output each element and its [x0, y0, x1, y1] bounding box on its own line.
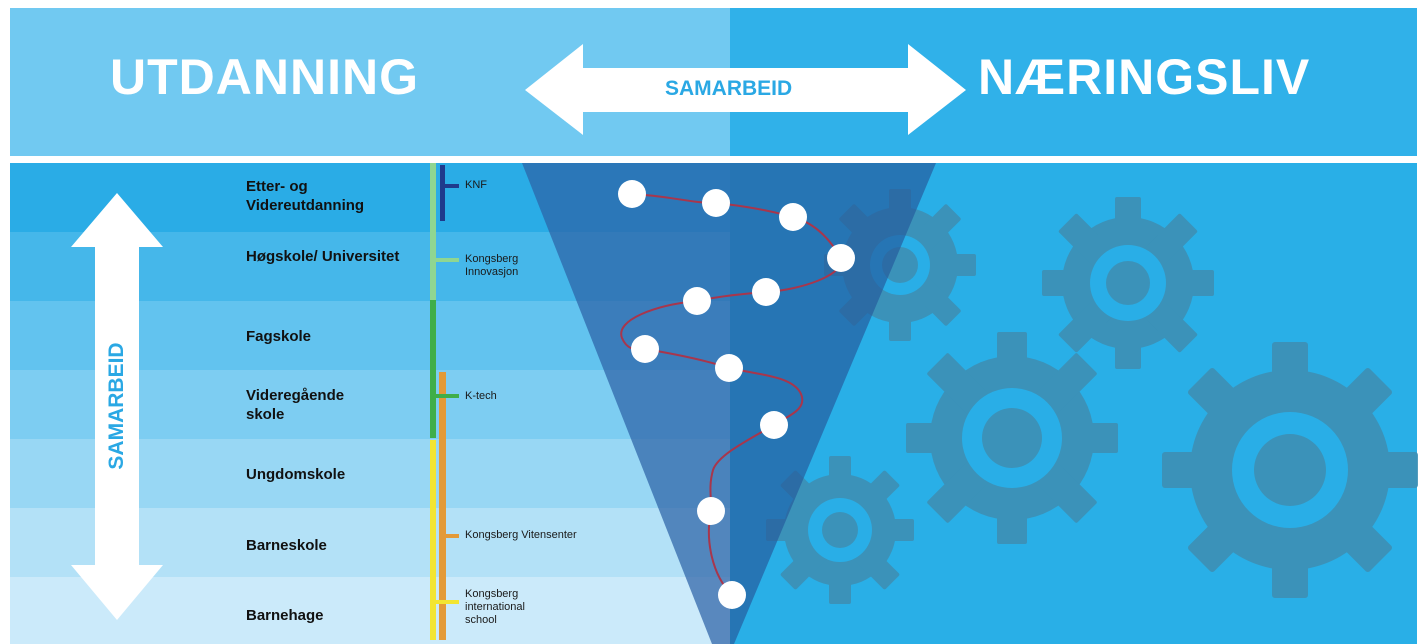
- node: [697, 497, 725, 525]
- level-videregaende-skole: Videregående skole: [246, 387, 345, 423]
- level-ungdomskole: Ungdomskole: [246, 466, 346, 483]
- level-fagskole: Fagskole: [246, 328, 312, 345]
- gear-icon: [1162, 342, 1418, 598]
- double-arrow-horizontal-icon: [525, 44, 966, 135]
- node: [752, 278, 780, 306]
- title-naeringsliv: NÆRINGSLIV: [978, 49, 1311, 105]
- tick-knf: [443, 184, 459, 188]
- institution-k-tech: K-tech: [465, 390, 497, 402]
- funnel-right-half: [730, 163, 936, 644]
- progression-nodes: [618, 180, 855, 609]
- title-utdanning: UTDANNING: [110, 49, 419, 105]
- level-barnehage: Barnehage: [246, 607, 324, 624]
- tick-kongsberg-international-school: [433, 600, 459, 604]
- node: [618, 180, 646, 208]
- gear-icon: [1042, 197, 1214, 369]
- level-barneskole: Barneskole: [246, 537, 327, 554]
- gear-icon: [906, 332, 1118, 544]
- institution-kongsberg-international-school: Kongsberg international school: [465, 588, 525, 626]
- bar-navy: [440, 165, 445, 221]
- tick-k-tech: [433, 394, 459, 398]
- node: [702, 189, 730, 217]
- tick-kongsberg-vitensenter: [443, 534, 459, 538]
- institution-knf: KNF: [465, 179, 487, 191]
- header-divider: [10, 156, 1417, 163]
- node: [631, 335, 659, 363]
- institution-kongsberg-vitensenter: Kongsberg Vitensenter: [465, 529, 577, 541]
- gear-icon: [766, 456, 914, 604]
- bar-lightgreen: [430, 163, 436, 300]
- node: [760, 411, 788, 439]
- institution-bars: [430, 163, 459, 640]
- gear-icons: [766, 189, 1418, 604]
- node: [718, 581, 746, 609]
- node: [827, 244, 855, 272]
- level-hogskole-universitet: Høgskole/ Universitet: [246, 248, 400, 265]
- funnel-left-half: [522, 163, 730, 644]
- institution-kongsberg-innovasjon: Kongsberg Innovasjon: [465, 253, 519, 278]
- node: [715, 354, 743, 382]
- node: [779, 203, 807, 231]
- bar-yellow: [430, 440, 436, 640]
- level-etter-og-videreutdanning: Etter- og Videreutdanning: [246, 178, 365, 214]
- double-arrow-vertical-icon: [71, 193, 163, 620]
- node: [683, 287, 711, 315]
- tick-kongsberg-innovasjon: [433, 258, 459, 262]
- bar-orange: [439, 372, 446, 640]
- arrow-label-samarbeid: SAMARBEID: [665, 77, 793, 100]
- bar-green: [430, 300, 436, 438]
- vertical-label-samarbeid: SAMARBEID: [105, 342, 128, 470]
